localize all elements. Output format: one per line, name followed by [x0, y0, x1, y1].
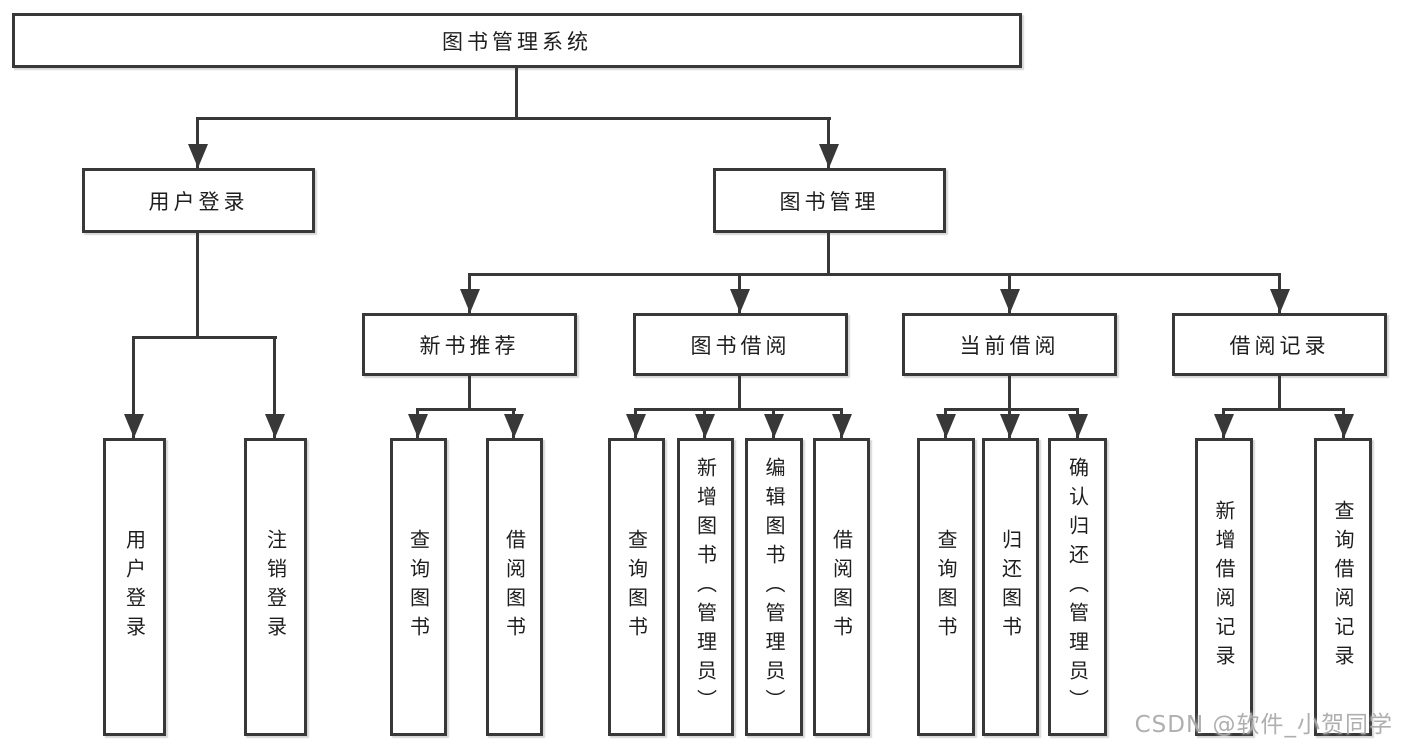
node-label: 图书管理系统 [442, 29, 592, 54]
node-label: 图书管理 [779, 189, 880, 214]
leaf-label: 确认归还（管理员） [1065, 456, 1090, 718]
leaf-label: 归还图书 [998, 529, 1023, 645]
arrow-to-logout-leaf [273, 336, 276, 438]
arrow-br-add-record [1222, 408, 1225, 438]
arrow-cb-return-books [1008, 408, 1011, 438]
arrow-to-user-login-leaf [132, 336, 135, 438]
connector-root-hline [197, 117, 831, 120]
arrow-bb-query-books [634, 408, 637, 438]
leaf-label: 查询图书 [406, 529, 431, 645]
connector-current-borrow-hline [945, 408, 1079, 411]
node-user-login: 用户登录 [82, 168, 315, 233]
arrow-to-current-borrow [1008, 273, 1011, 313]
connector-borrow-record-vline [1278, 374, 1281, 408]
arrow-to-book-mgmt [827, 117, 830, 168]
arrow-bb-add-books [703, 408, 706, 438]
connector-current-borrow-vline [1008, 374, 1011, 408]
leaf-label: 查询图书 [934, 529, 958, 645]
leaf-label: 借阅图书 [502, 529, 527, 645]
leaf-br-query-borrow-record: 查询借阅记录 [1314, 438, 1372, 736]
arrow-to-book-borrow [738, 273, 741, 313]
arrow-bb-edit-books [772, 408, 775, 438]
connector-book-borrow-hline [635, 408, 843, 411]
leaf-label: 查询图书 [624, 529, 649, 645]
leaf-label: 编辑图书（管理员） [762, 456, 786, 718]
connector-new-book-rec-hline [417, 408, 516, 411]
connector-new-book-rec-vline [468, 374, 471, 408]
node-label: 新书推荐 [419, 333, 520, 358]
arrow-bb-borrow-books [840, 408, 843, 438]
node-label: 当前借阅 [959, 333, 1060, 358]
leaf-logout: 注销登录 [244, 438, 307, 736]
leaf-label: 新增图书（管理员） [693, 456, 718, 718]
connector-book-borrow-vline [738, 374, 741, 408]
leaf-bb-query-books: 查询图书 [608, 438, 665, 736]
leaf-br-add-borrow-record: 新增借阅记录 [1195, 438, 1253, 736]
arrow-to-user-login [196, 117, 199, 168]
node-borrow-record: 借阅记录 [1172, 313, 1387, 376]
leaf-bb-edit-books-admin: 编辑图书（管理员） [745, 438, 803, 736]
connector-user-login-vline [196, 231, 199, 336]
connector-user-login-hline [133, 336, 277, 339]
arrow-cb-query-books [944, 408, 947, 438]
leaf-label: 用户登录 [122, 529, 147, 645]
leaf-user-login: 用户登录 [103, 438, 166, 736]
node-current-borrow: 当前借阅 [902, 313, 1117, 376]
node-new-book-rec: 新书推荐 [362, 313, 577, 376]
connector-borrow-record-hline [1223, 408, 1345, 411]
leaf-cb-confirm-return-admin: 确认归还（管理员） [1048, 438, 1107, 736]
node-book-mgmt: 图书管理 [713, 168, 946, 233]
leaf-cb-query-books: 查询图书 [917, 438, 975, 736]
arrow-nbr-query-books [416, 408, 419, 438]
arrow-to-borrow-record [1278, 273, 1281, 313]
leaf-bb-add-books-admin: 新增图书（管理员） [677, 438, 734, 736]
csdn-watermark: CSDN @软件_小贺同学 [1134, 712, 1393, 738]
leaf-nbr-borrow-books: 借阅图书 [486, 438, 543, 736]
arrow-to-new-book-rec [468, 273, 471, 313]
leaf-bb-borrow-books: 借阅图书 [813, 438, 870, 736]
node-label: 借阅记录 [1229, 333, 1330, 358]
leaf-label: 注销登录 [263, 529, 288, 645]
node-label: 图书借阅 [690, 333, 791, 358]
connector-book-mgmt-hline [469, 273, 1281, 276]
arrow-nbr-borrow-books [512, 408, 515, 438]
node-root-library-system: 图书管理系统 [12, 13, 1022, 68]
arrow-br-query-record [1342, 408, 1345, 438]
leaf-nbr-query-books: 查询图书 [390, 438, 447, 736]
leaf-label: 查询借阅记录 [1331, 500, 1355, 674]
leaf-cb-return-books: 归还图书 [982, 438, 1039, 736]
arrow-cb-confirm-return [1076, 408, 1079, 438]
connector-root-vline [515, 66, 518, 117]
connector-book-mgmt-vline [827, 231, 830, 273]
node-book-borrow: 图书借阅 [633, 313, 848, 376]
leaf-label: 借阅图书 [829, 529, 854, 645]
leaf-label: 新增借阅记录 [1212, 500, 1236, 674]
node-label: 用户登录 [148, 189, 249, 214]
